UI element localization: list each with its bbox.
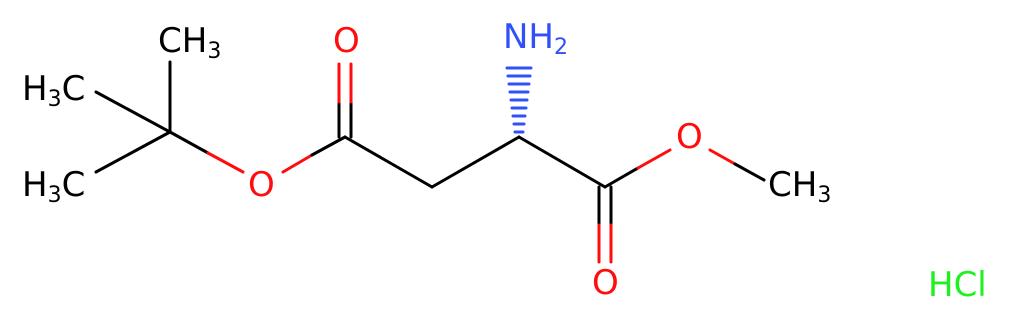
bond-ch2-calpha (430, 135, 521, 189)
bond-tbu-o-black (168, 130, 210, 155)
bond-o-ch3-black (733, 162, 766, 182)
bond-tbu-ch3-upper (94, 90, 172, 134)
atom-h3c-lower: H3C (22, 165, 86, 208)
atom-o-carbonyl-left: O (333, 21, 360, 61)
bond-c-o-right-black (603, 166, 640, 189)
bond-o-c-red (281, 153, 314, 174)
atom-o-ester-right: O (676, 117, 703, 157)
bond-o-c-black (310, 135, 347, 157)
bond-c-o-right-red (636, 148, 672, 170)
bond-o-ch3-red (708, 148, 737, 166)
atom-ch3-right: CH3 (768, 165, 832, 208)
bond-calpha-c (517, 135, 607, 189)
atom-o-ester-left: O (248, 165, 275, 205)
bond-tbu-ch3-lower (94, 130, 172, 174)
atom-o-carbonyl-right: O (592, 263, 619, 303)
bond-c-ch2 (343, 135, 434, 189)
atom-nh2: NH2 (503, 17, 568, 60)
hashed-wedge-nh2 (505, 66, 533, 134)
atom-ch3-top: CH3 (158, 21, 222, 64)
atom-h3c-upper: H3C (22, 69, 86, 112)
bond-tbu-o-red (206, 151, 245, 174)
counterion-hcl: HCl (928, 265, 987, 305)
